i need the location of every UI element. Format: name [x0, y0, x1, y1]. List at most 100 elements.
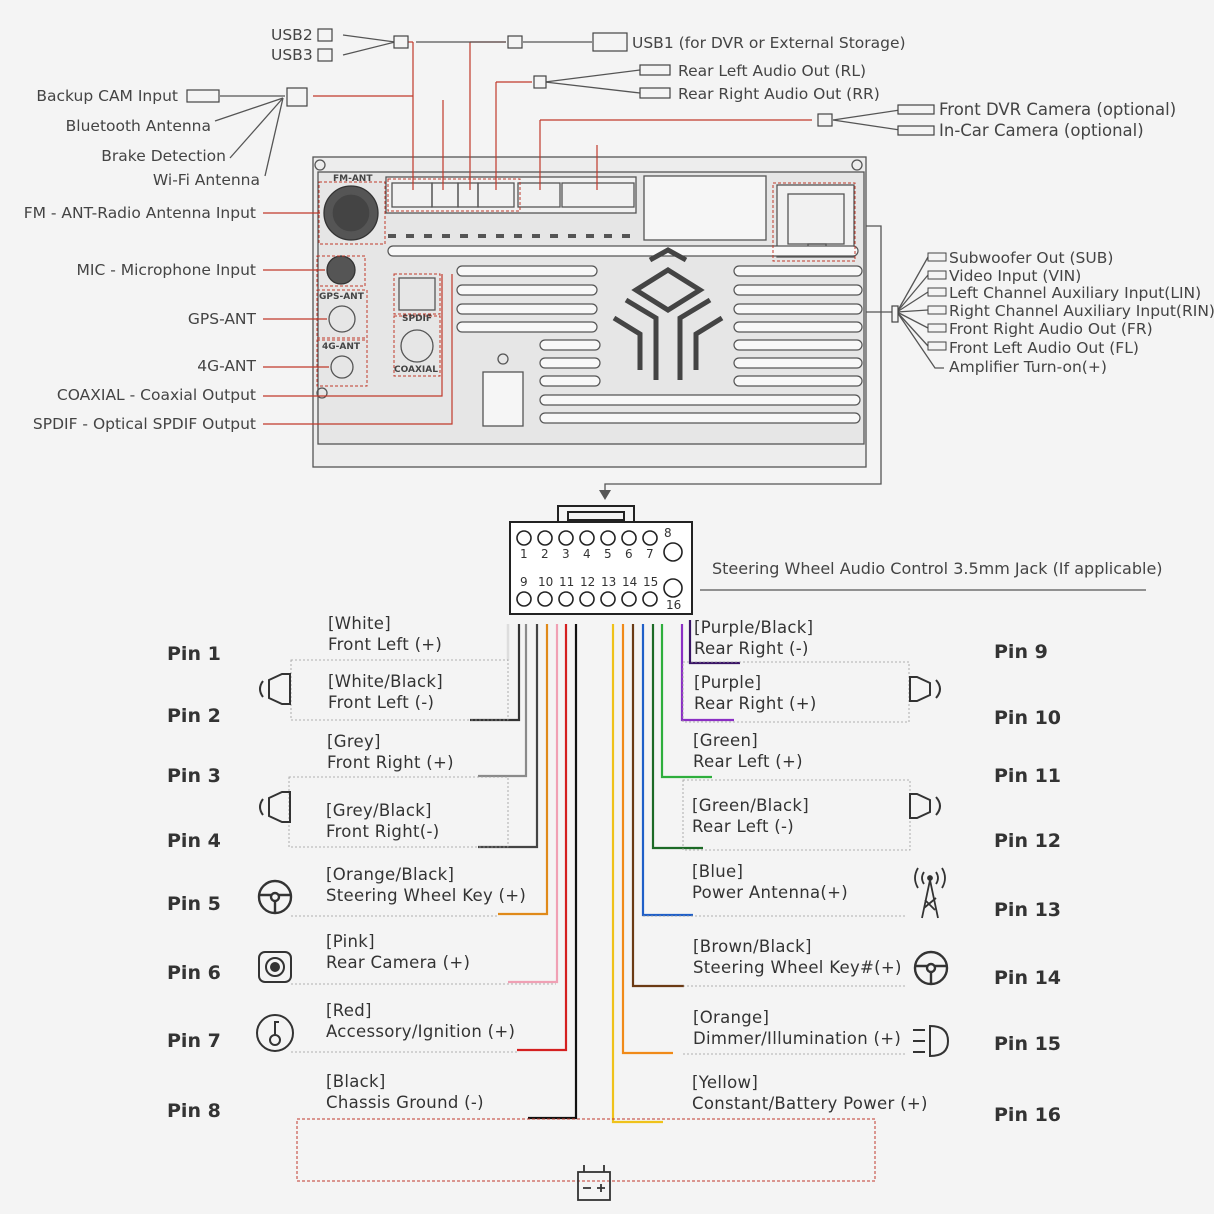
battery-icon [577, 1165, 611, 1201]
antenna-icon [914, 867, 946, 919]
front-dvr-label: Front DVR Camera (optional) [939, 100, 1177, 119]
coaxial-label: COAXIAL - Coaxial Output [56, 386, 256, 404]
spdif-label: SPDIF - Optical SPDIF Output [32, 415, 256, 433]
usb1-label: USB1 (for DVR or External Storage) [632, 34, 906, 52]
wire-left-4 [478, 624, 539, 849]
usb3-label: USB3 [271, 46, 313, 64]
arrow-down-icon [599, 490, 611, 500]
steering-wheel-icon [913, 950, 949, 986]
pin-wires [470, 620, 740, 1124]
wire-left-7 [517, 624, 568, 1052]
pin-6-label: Pin 6 [167, 962, 221, 984]
unit-coaxial: COAXIAL [394, 365, 438, 375]
steering-wheel-icon [257, 879, 293, 915]
backup-cam-label: Backup CAM Input [36, 87, 178, 105]
speaker-icon [259, 673, 291, 705]
right-label-lin: Left Channel Auxiliary Input(LIN) [949, 284, 1202, 302]
cn-13: 13 [601, 575, 617, 589]
wire-label-pin-10: [Purple]Rear Right (+) [694, 673, 817, 713]
cn-10: 10 [538, 575, 554, 589]
cn-7: 7 [646, 547, 654, 561]
cn-16: 16 [666, 598, 682, 612]
vent-fins [387, 245, 863, 424]
red-dashed-boxes [316, 178, 856, 387]
cn-5: 5 [604, 547, 612, 561]
wire-label-pin-5: [Orange/Black]Steering Wheel Key (+) [326, 865, 527, 905]
pin-13-label: Pin 13 [994, 899, 1062, 921]
pin-10-label: Pin 10 [994, 707, 1062, 729]
wire-label-pin-11: [Green]Rear Left (+) [693, 731, 803, 771]
speaker-icon [259, 791, 291, 823]
bluetooth-label: Bluetooth Antenna [65, 117, 211, 135]
unit-fm-ant: FM-ANT [333, 174, 373, 184]
brake-label: Brake Detection [101, 147, 226, 165]
pin-7-label: Pin 7 [167, 1030, 221, 1052]
cn-4: 4 [583, 547, 591, 561]
wire-right-3 [660, 624, 712, 779]
cn-8: 8 [664, 526, 672, 540]
plug-icons [186, 28, 935, 323]
red-leaders [263, 41, 812, 425]
wire-label-pin-15: [Orange]Dimmer/Illumination (+) [693, 1008, 902, 1048]
cn-12: 12 [580, 575, 596, 589]
pin-2-label: Pin 2 [167, 705, 221, 727]
unit-gps-ant: GPS-ANT [319, 292, 364, 302]
cn-1: 1 [520, 547, 528, 561]
cn-2: 2 [541, 547, 549, 561]
rca-plugs [927, 252, 947, 351]
steering-jack-label: Steering Wheel Audio Control 3.5mm Jack … [712, 559, 1163, 578]
pin-15-label: Pin 15 [994, 1033, 1062, 1055]
in-car-camera-label: In-Car Camera (optional) [939, 121, 1144, 140]
wire-left-6 [508, 624, 559, 984]
wire-right-6 [631, 624, 684, 988]
cn-14: 14 [622, 575, 638, 589]
separators [288, 659, 911, 1055]
wire-label-pin-1: [White]Front Left (+) [328, 614, 443, 654]
rear-right-audio-label: Rear Right Audio Out (RR) [678, 85, 880, 103]
ignition-key-icon [256, 1014, 294, 1052]
wire-right-1 [688, 620, 740, 665]
wire-right-5 [641, 624, 693, 917]
wire-label-pin-9: [Purple/Black]Rear Right (-) [694, 618, 814, 658]
mic-label: MIC - Microphone Input [76, 261, 257, 279]
rear-left-audio-label: Rear Left Audio Out (RL) [678, 62, 867, 80]
pin-8-label: Pin 8 [167, 1100, 221, 1122]
cn-9: 9 [520, 575, 528, 589]
wifi-label: Wi-Fi Antenna [152, 171, 260, 189]
pin-14-label: Pin 14 [994, 967, 1062, 989]
right-label-vin: Video Input (VIN) [949, 267, 1082, 285]
right-label-sub: Subwoofer Out (SUB) [949, 249, 1114, 267]
pin-1-label: Pin 1 [167, 643, 221, 665]
speaker-icon [909, 676, 941, 702]
wire-label-pin-13: [Blue]Power Antenna(+) [692, 862, 849, 902]
right-label-rin: Right Channel Auxiliary Input(RIN) [949, 302, 1214, 320]
wire-label-pin-8: [Black]Chassis Ground (-) [326, 1072, 484, 1112]
wire-label-pin-16: [Yellow]Constant/Battery Power (+) [692, 1073, 928, 1113]
wire-right-7 [621, 624, 673, 1055]
right-label-fr: Front Right Audio Out (FR) [949, 320, 1153, 338]
wire-right-8 [611, 624, 663, 1124]
wire-left-8 [528, 624, 578, 1120]
gps-label: GPS-ANT [187, 310, 256, 328]
fan-logo-icon [612, 247, 724, 380]
camera-icon [258, 951, 292, 983]
wire-label-pin-12: [Green/Black]Rear Left (-) [692, 796, 809, 836]
right-label-fl: Front Left Audio Out (FL) [949, 339, 1139, 357]
cn-11: 11 [559, 575, 575, 589]
wire-left-5 [498, 624, 549, 916]
speaker-icon [909, 793, 941, 819]
wire-label-pin-7: [Red]Accessory/Ignition (+) [326, 1001, 516, 1041]
pin-11-label: Pin 11 [994, 765, 1062, 787]
wire-label-pin-4: [Grey/Black]Front Right(-) [326, 801, 440, 841]
wire-label-pin-14: [Brown/Black]Steering Wheel Key#(+) [693, 937, 902, 977]
pin-16-label: Pin 16 [994, 1104, 1062, 1126]
wire-right-2 [680, 624, 734, 722]
unit-spdif: SPDIF [402, 314, 433, 324]
pin-5-label: Pin 5 [167, 893, 221, 915]
pin-12-label: Pin 12 [994, 830, 1062, 852]
iso-connector [509, 505, 693, 615]
wire-label-pin-2: [White/Black]Front Left (-) [328, 672, 443, 712]
wire-left-3 [478, 624, 528, 778]
